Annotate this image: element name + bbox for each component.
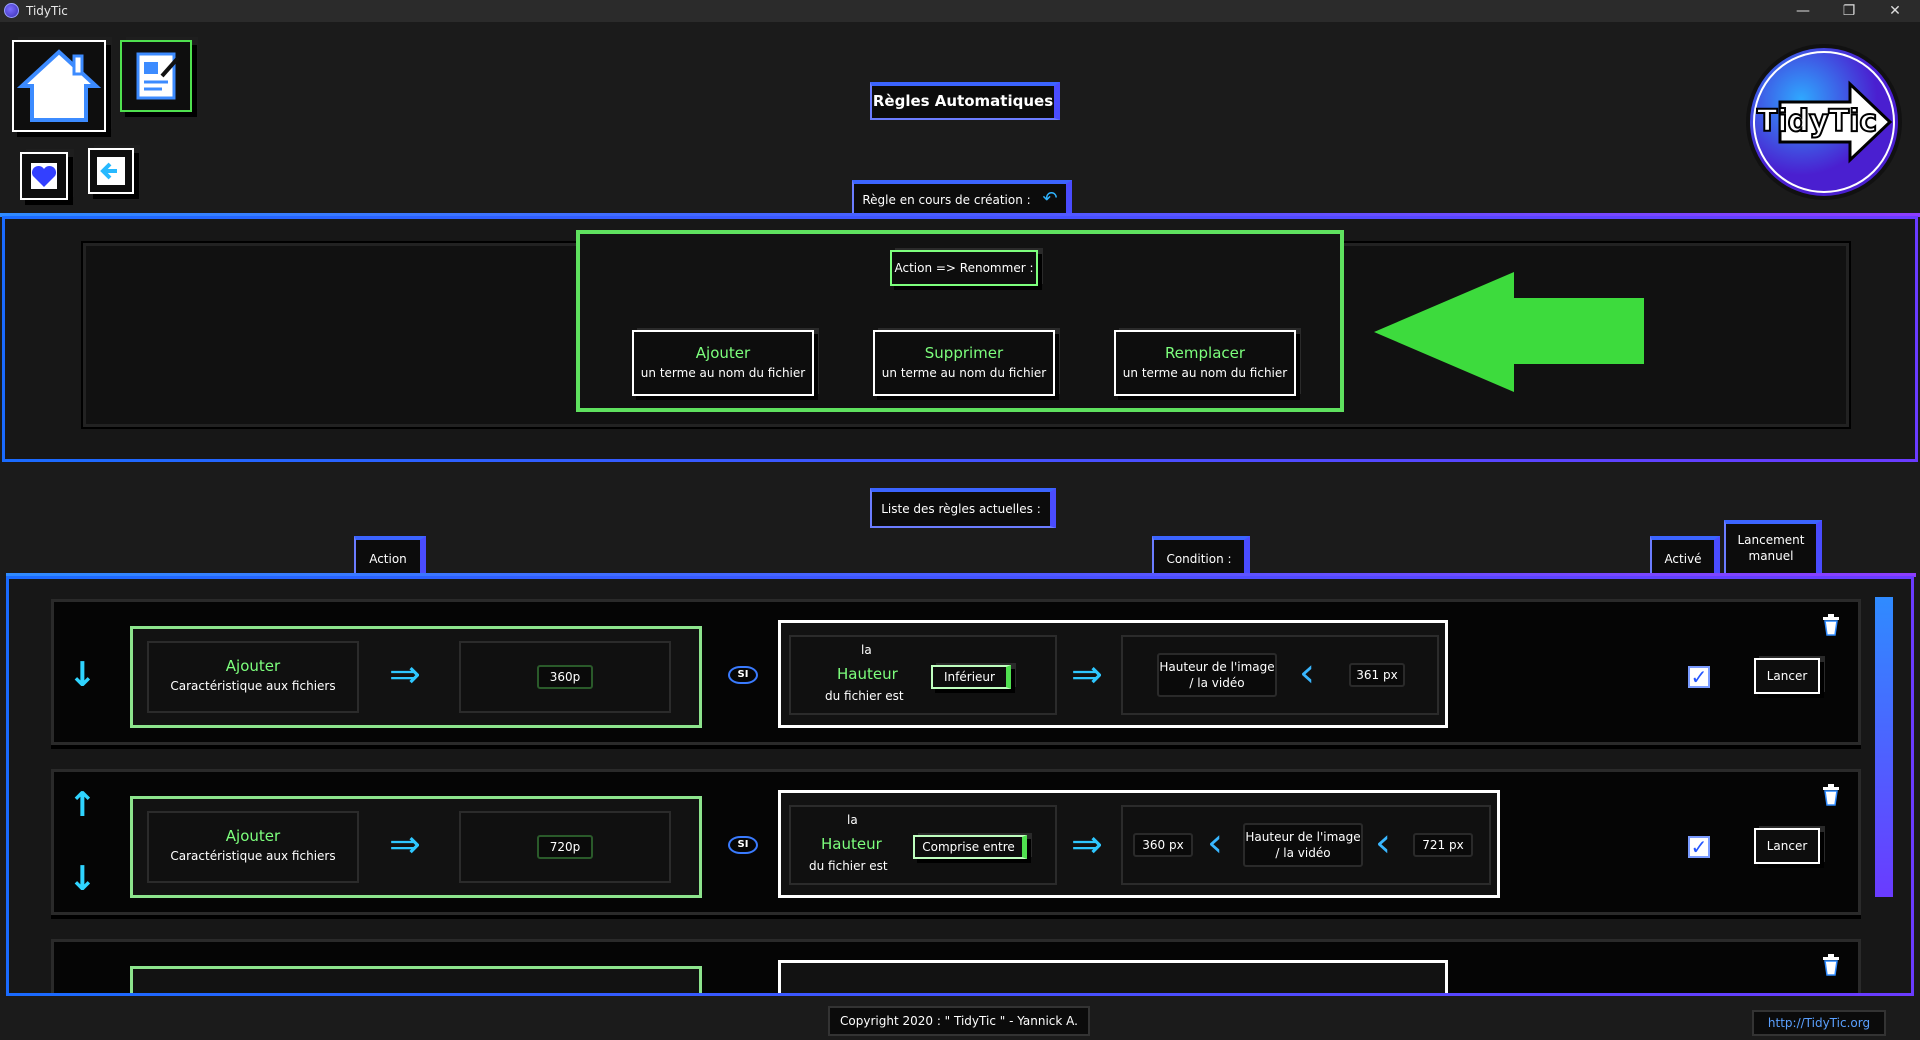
home-button[interactable] <box>12 40 106 132</box>
move-down-icon[interactable]: ↓ <box>68 859 97 899</box>
restore-button[interactable]: ❐ <box>1842 3 1856 19</box>
add-term-subtitle: un terme au nom du fichier <box>640 366 806 380</box>
minimize-button[interactable]: — <box>1796 3 1810 19</box>
value-pill[interactable]: 720p <box>537 835 593 859</box>
title-bar: TidyTic — ❐ ✕ <box>0 0 1920 22</box>
target-card: Hauteur de l'image / la vidéo ‹ 361 px <box>1121 635 1439 715</box>
remove-term-title: Supprimer <box>924 344 1004 362</box>
creation-label-text: Règle en cours de création : <box>862 193 1031 207</box>
less-than-icon: ‹ <box>1299 650 1315 696</box>
cond-subject: du fichier est <box>825 689 904 703</box>
close-button[interactable]: ✕ <box>1889 3 1901 19</box>
back-button[interactable] <box>88 148 134 194</box>
active-checkbox[interactable]: ✓ <box>1688 836 1710 858</box>
arrow-right-icon: ⇒ <box>389 822 421 866</box>
add-term-button[interactable]: Ajouter un terme au nom du fichier <box>632 330 814 396</box>
add-term-title: Ajouter <box>695 344 751 362</box>
comparator-select[interactable]: Inférieur <box>931 665 1011 689</box>
action-label: Action => Renommer : <box>890 250 1038 286</box>
action-block: Ajouter Caractéristique aux fichiers ⇒ 3… <box>130 626 702 728</box>
column-action: Action <box>354 536 426 580</box>
upper-bound-value[interactable]: 721 px <box>1413 833 1473 857</box>
condition-block: la Hauteur du fichier est Inférieur ⇒ Ha… <box>778 620 1448 728</box>
document-edit-icon <box>136 52 180 100</box>
window-title: TidyTic <box>26 4 68 18</box>
comparator-select[interactable]: Comprise entre <box>913 835 1027 859</box>
logo-text: TidyTic <box>1756 103 1878 140</box>
launch-button[interactable]: Lancer <box>1754 658 1820 694</box>
action-selection-box: Action => Renommer : Ajouter un terme au… <box>576 230 1344 412</box>
remove-term-button[interactable]: Supprimer un terme au nom du fichier <box>873 330 1055 396</box>
rules-panel: ↓ Ajouter Caractéristique aux fichiers ⇒… <box>6 576 1914 996</box>
trash-icon[interactable] <box>1820 782 1842 806</box>
cond-article: la <box>861 643 872 657</box>
si-badge: SI <box>728 836 758 854</box>
cond-subject: du fichier est <box>809 859 888 873</box>
target-label: Hauteur de l'image / la vidéo <box>1243 823 1363 867</box>
replace-term-subtitle: un terme au nom du fichier <box>1122 366 1288 380</box>
copyright: Copyright 2020 : " TidyTic " - Yannick A… <box>828 1006 1090 1036</box>
value-card: 360p <box>459 641 671 713</box>
home-icon <box>16 49 102 122</box>
condition-card: la Hauteur du fichier est Inférieur <box>789 635 1057 715</box>
action-title: Ajouter <box>225 657 281 675</box>
action-block: Ajouter Caractéristique aux fichiers ⇒ 7… <box>130 796 702 898</box>
action-card[interactable]: Ajouter Caractéristique aux fichiers <box>147 811 359 883</box>
trash-icon[interactable] <box>1820 612 1842 636</box>
condition-card: la Hauteur du fichier est Comprise entre <box>789 805 1057 885</box>
target-card: 360 px ‹ Hauteur de l'image / la vidéo ‹… <box>1121 805 1491 885</box>
edit-rules-button[interactable] <box>120 40 192 112</box>
lower-bound-value[interactable]: 360 px <box>1133 833 1193 857</box>
value-card: 720p <box>459 811 671 883</box>
big-arrow-left-icon <box>1374 272 1644 392</box>
page-title: Règles Automatiques <box>870 82 1060 120</box>
move-up-icon[interactable]: ↑ <box>68 785 97 825</box>
less-than-icon: ‹ <box>1375 820 1391 866</box>
rule-row: ↓ Ajouter Caractéristique aux fichiers ⇒… <box>51 599 1861 745</box>
rules-list-label: Liste des règles actuelles : <box>870 488 1056 528</box>
move-down-icon[interactable]: ↓ <box>68 655 97 695</box>
column-active: Activé <box>1650 536 1720 580</box>
cond-property: Hauteur <box>821 835 882 853</box>
undo-icon[interactable]: ↶ <box>1042 188 1058 209</box>
rule-row <box>51 939 1861 993</box>
less-than-icon: ‹ <box>1207 820 1223 866</box>
arrow-right-icon: ⇒ <box>1071 822 1103 866</box>
divider-list <box>6 573 1916 577</box>
replace-term-button[interactable]: Remplacer un terme au nom du fichier <box>1114 330 1296 396</box>
arrow-right-icon: ⇒ <box>1071 652 1103 696</box>
trash-icon[interactable] <box>1820 952 1842 976</box>
creation-label: Règle en cours de création : ↶ <box>852 180 1072 216</box>
scrollbar-thumb[interactable] <box>1875 597 1893 897</box>
action-block <box>130 966 702 993</box>
target-label: Hauteur de l'image / la vidéo <box>1157 653 1277 697</box>
arrow-left-icon <box>97 157 125 185</box>
heart-icon <box>31 163 57 189</box>
rule-row: ↑ ↓ Ajouter Caractéristique aux fichiers… <box>51 769 1861 915</box>
active-checkbox[interactable]: ✓ <box>1688 666 1710 688</box>
value-pill[interactable]: 360p <box>537 665 593 689</box>
action-subtitle: Caractéristique aux fichiers <box>170 849 336 863</box>
replace-term-title: Remplacer <box>1164 344 1246 362</box>
launch-button[interactable]: Lancer <box>1754 828 1820 864</box>
cond-property: Hauteur <box>837 665 898 683</box>
favorites-button[interactable] <box>20 152 68 200</box>
cond-article: la <box>847 813 858 827</box>
tidytic-logo: TidyTic <box>1740 40 1904 204</box>
action-title: Ajouter <box>225 827 281 845</box>
arrow-right-icon: ⇒ <box>389 652 421 696</box>
website-link[interactable]: http://TidyTic.org <box>1752 1010 1886 1036</box>
divider-top <box>0 213 1920 217</box>
action-subtitle: Caractéristique aux fichiers <box>170 679 336 693</box>
condition-block: la Hauteur du fichier est Comprise entre… <box>778 790 1500 898</box>
si-badge: SI <box>728 666 758 684</box>
action-card[interactable]: Ajouter Caractéristique aux fichiers <box>147 641 359 713</box>
app-icon <box>4 3 19 18</box>
bound-value[interactable]: 361 px <box>1349 663 1405 687</box>
column-manual-launch: Lancement manuel <box>1724 520 1822 580</box>
condition-block <box>778 960 1448 993</box>
remove-term-subtitle: un terme au nom du fichier <box>881 366 1047 380</box>
logo-icon <box>1746 44 1902 200</box>
